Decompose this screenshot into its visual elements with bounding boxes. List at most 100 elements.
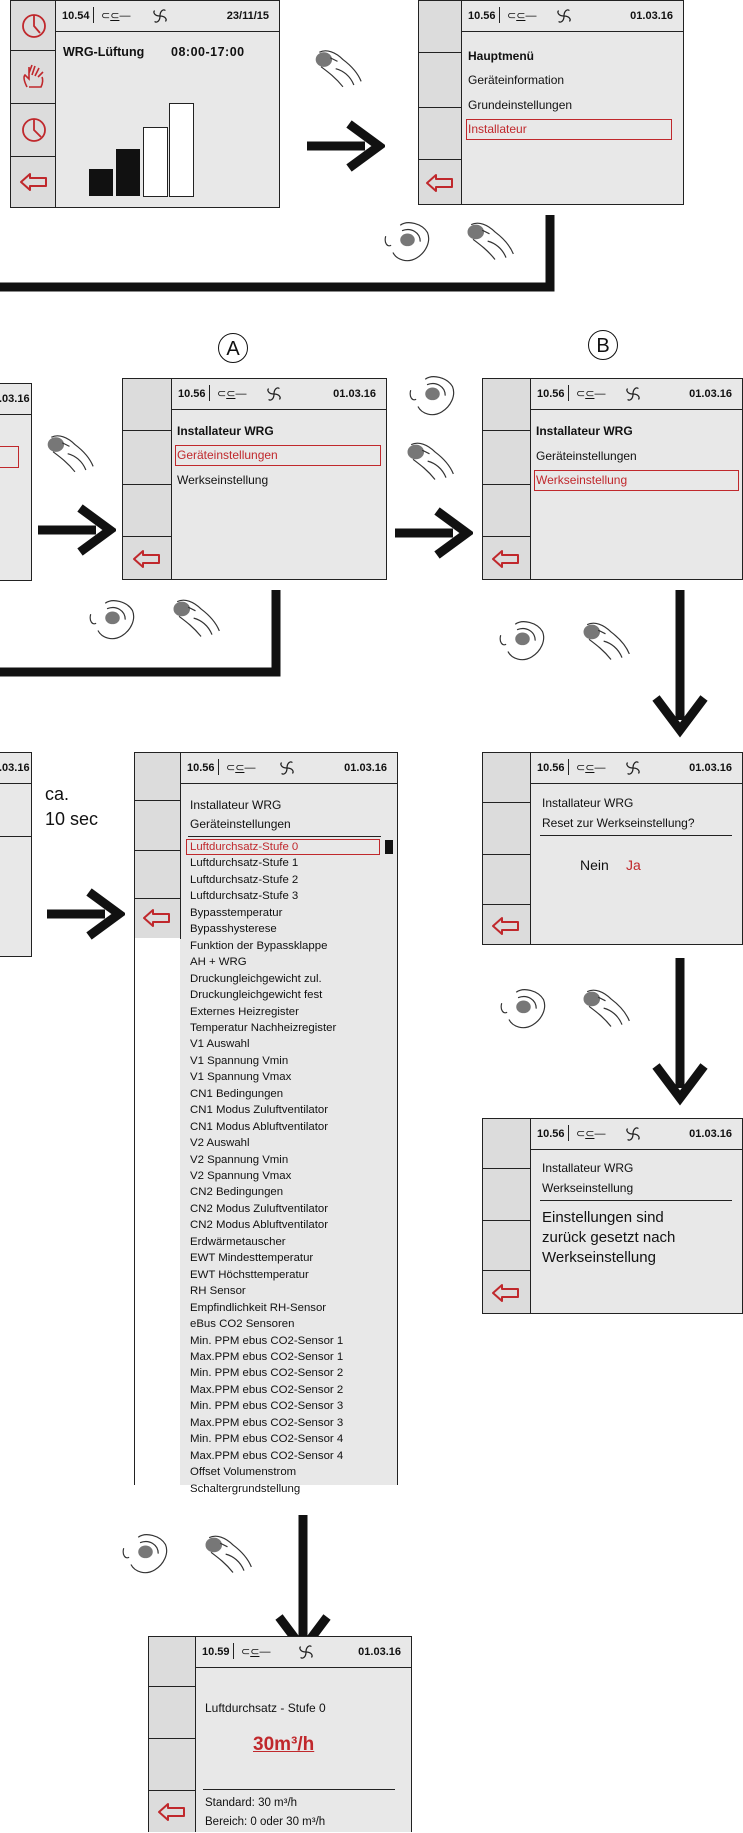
settings-list-item[interactable]: V2 Spannung Vmax [190, 1170, 292, 1182]
selection-highlight [534, 470, 739, 491]
status-bar: 10.59 ⊂⊂— 01.03.16 [195, 1637, 411, 1668]
side-button-2[interactable] [419, 53, 461, 108]
settings-list-item[interactable]: V2 Spannung Vmin [190, 1153, 289, 1166]
settings-list-item[interactable]: Max.PPM ebus CO2-Sensor 1 [190, 1350, 344, 1363]
list-heading-1: Installateur WRG [190, 798, 282, 812]
divider [203, 1789, 395, 1790]
menu-item-installer[interactable]: Installateur [468, 122, 527, 136]
back-button[interactable] [483, 537, 530, 581]
settings-list-item[interactable]: Empfindlichkeit RH-Sensor [190, 1301, 327, 1314]
fan-icon [265, 385, 283, 403]
menu-item-device-settings[interactable]: Geräteinstellungen [177, 448, 278, 462]
side-button-column [11, 1, 56, 207]
side-button-3[interactable] [483, 485, 530, 537]
settings-list-item[interactable]: EWT Höchsttemperatur [190, 1268, 309, 1281]
settings-list-item[interactable]: V1 Spannung Vmin [190, 1054, 289, 1067]
yes-option[interactable]: Ja [626, 857, 641, 873]
back-button[interactable] [483, 1271, 530, 1315]
side-button-1[interactable] [123, 379, 171, 431]
value-display[interactable]: 30m³/h [253, 1734, 315, 1755]
side-button-2[interactable] [123, 431, 171, 485]
settings-list-item[interactable]: Max.PPM ebus CO2-Sensor 4 [190, 1449, 344, 1462]
settings-list-item[interactable]: CN2 Bedingungen [190, 1186, 284, 1199]
fan-icon [297, 1643, 315, 1661]
settings-list-item[interactable]: CN2 Modus Abluftventilator [190, 1219, 329, 1232]
divider [568, 759, 569, 775]
lcd-screen: 10.54 ⊂⊂— 23/11/15 WRG-Lüftung 08:00-17:… [55, 1, 279, 207]
settings-list-item[interactable]: Max.PPM ebus CO2-Sensor 2 [190, 1383, 344, 1396]
settings-list-item[interactable]: CN2 Modus Zuluftventilator [190, 1202, 329, 1215]
back-button[interactable] [11, 157, 55, 207]
side-button-2[interactable] [149, 1687, 195, 1739]
settings-list-item[interactable]: Funktion der Bypassklappe [190, 939, 328, 952]
menu-item-basic-settings[interactable]: Grundeinstellungen [468, 98, 573, 112]
settings-list-item[interactable]: Bypasshysterese [190, 923, 277, 936]
settings-list-item[interactable]: V1 Auswahl [190, 1038, 250, 1051]
side-button-1[interactable] [419, 1, 461, 53]
settings-list-item[interactable]: CN1 Modus Abluftventilator [190, 1120, 329, 1133]
side-button-2[interactable] [483, 1169, 530, 1221]
settings-list-item[interactable]: CN1 Modus Zuluftventilator [190, 1104, 329, 1117]
settings-list-item[interactable]: Schaltergrundstellung [190, 1482, 301, 1495]
side-button-2[interactable] [135, 801, 180, 851]
lcd-screen: 10.56 ⊂⊂— 01.03.16 Installateur WRG Gerä… [530, 379, 742, 579]
back-button[interactable] [483, 905, 530, 946]
menu-item-factory-settings[interactable]: Werkseinstellung [177, 473, 269, 487]
settings-list-item[interactable]: RH Sensor [190, 1285, 246, 1298]
time: 10.56 [468, 10, 496, 22]
settings-list-item[interactable]: Erdwärmetauscher [190, 1235, 286, 1248]
settings-list-item[interactable]: Luftdurchsatz-Stufe 1 [190, 857, 299, 870]
manual-button[interactable] [11, 51, 55, 104]
settings-list-item[interactable]: Externes Heizregister [190, 1005, 299, 1018]
settings-list-item[interactable]: Min. PPM ebus CO2-Sensor 3 [190, 1400, 344, 1413]
side-button-1[interactable] [483, 1119, 530, 1169]
settings-list-item[interactable]: Luftdurchsatz-Stufe 3 [190, 890, 299, 903]
reset-confirm-panel: 10.56 ⊂⊂— 01.03.16 Installateur WRG Rese… [482, 752, 743, 945]
back-button[interactable] [149, 1791, 195, 1833]
program-button[interactable] [11, 104, 55, 157]
settings-list-item[interactable]: Luftdurchsatz-Stufe 2 [190, 873, 299, 886]
side-button-2[interactable] [483, 803, 530, 855]
settings-list-item[interactable]: Temperatur Nachheizregister [190, 1021, 337, 1034]
clock-button[interactable] [11, 1, 55, 51]
settings-list-item[interactable]: Min. PPM ebus CO2-Sensor 1 [190, 1334, 344, 1347]
menu-item-device-info[interactable]: Geräteinformation [468, 73, 565, 87]
arrow-down-icon [652, 958, 708, 1106]
date: 01.03.16 [689, 1128, 732, 1140]
settings-list-item[interactable]: CN1 Bedingungen [190, 1087, 284, 1100]
settings-list-item[interactable]: AH + WRG [190, 956, 247, 969]
settings-list-item[interactable]: EWT Mindesttemperatur [190, 1252, 314, 1265]
settings-list-item[interactable]: eBus CO2 Sensoren [190, 1318, 295, 1331]
side-button-1[interactable] [149, 1637, 195, 1687]
back-arrow-icon [491, 548, 521, 570]
side-button-1[interactable] [135, 753, 180, 801]
settings-list-item[interactable]: Min. PPM ebus CO2-Sensor 2 [190, 1367, 344, 1380]
back-button[interactable] [123, 537, 171, 581]
settings-list-item[interactable]: Druckungleichgewicht zul. [190, 972, 322, 985]
side-button-1[interactable] [483, 753, 530, 803]
settings-list-item[interactable]: Min. PPM ebus CO2-Sensor 4 [190, 1433, 344, 1446]
side-button-3[interactable] [419, 108, 461, 160]
settings-list-item[interactable]: Bypasstemperatur [190, 906, 283, 919]
back-button[interactable] [135, 899, 180, 937]
settings-list-item[interactable]: V2 Auswahl [190, 1137, 250, 1150]
settings-list-item[interactable]: Luftdurchsatz-Stufe 0 [190, 841, 299, 853]
settings-list-item[interactable]: Offset Volumenstrom [190, 1466, 297, 1479]
side-button-3[interactable] [135, 851, 180, 899]
side-button-3[interactable] [149, 1739, 195, 1791]
menu-item-device-settings[interactable]: Geräteinstellungen [536, 449, 637, 463]
settings-list-item[interactable]: V1 Spannung Vmax [190, 1071, 292, 1084]
key-icon: ⊂⊂— [101, 10, 131, 22]
back-button[interactable] [419, 160, 461, 206]
settings-list-item[interactable]: Max.PPM ebus CO2-Sensor 3 [190, 1416, 344, 1429]
settings-list-item[interactable]: Druckungleichgewicht fest [190, 989, 323, 1002]
menu-item-factory-settings[interactable]: Werkseinstellung [536, 473, 628, 487]
no-option[interactable]: Nein [580, 857, 609, 873]
side-button-3[interactable] [483, 855, 530, 905]
side-button-3[interactable] [123, 485, 171, 537]
side-button-1[interactable] [483, 379, 530, 431]
side-button-3[interactable] [483, 1221, 530, 1271]
scroll-indicator[interactable] [385, 840, 393, 854]
side-button-2[interactable] [483, 431, 530, 485]
key-icon: ⊂⊂— [241, 1646, 271, 1658]
